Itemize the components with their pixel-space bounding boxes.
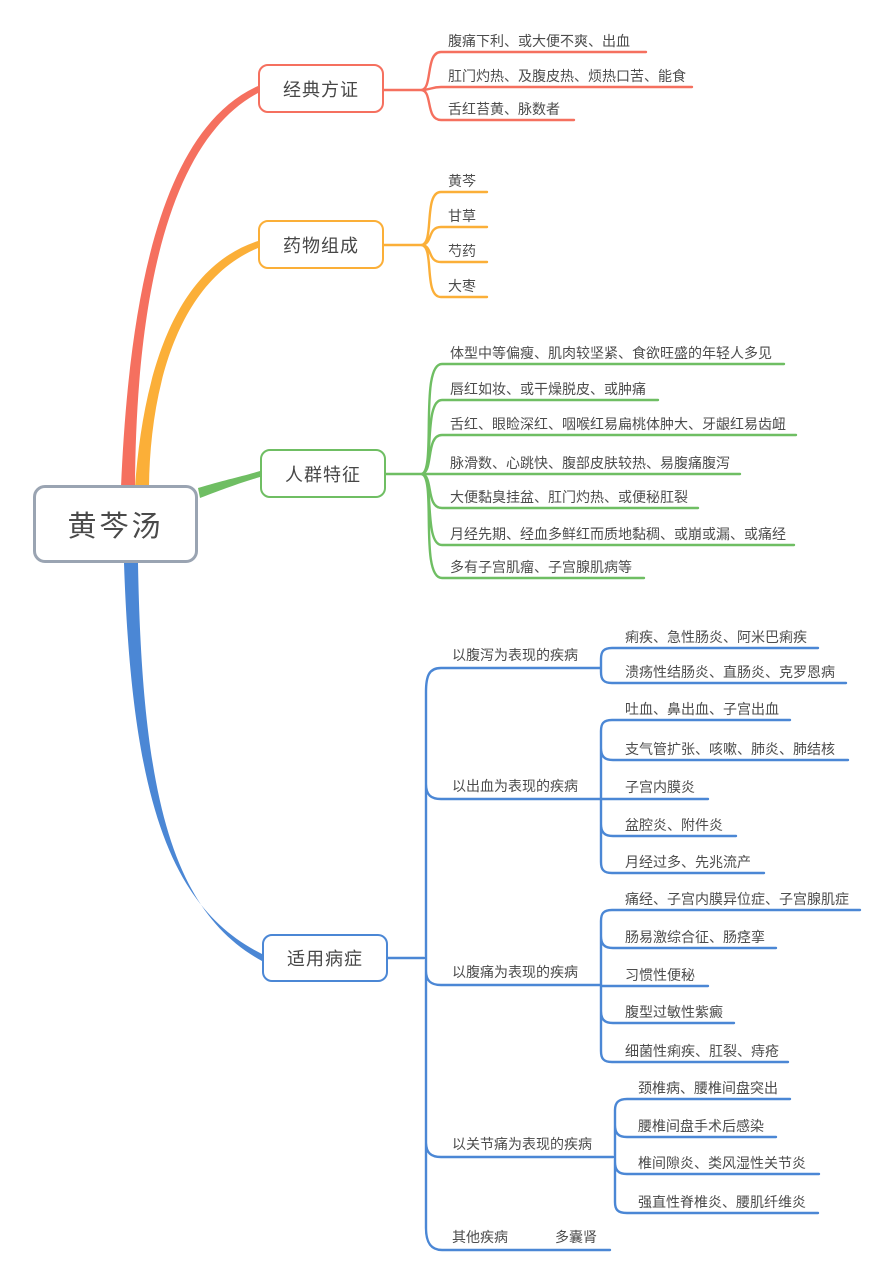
- leaf-label[interactable]: 吐血、鼻出血、子宫出血: [625, 701, 779, 717]
- leaf-label[interactable]: 月经先期、经血多鲜红而质地黏稠、或崩或漏、或痛经: [450, 526, 786, 542]
- branch-indications-connectors: [386, 646, 862, 1252]
- leaf-label[interactable]: 多有子宫肌瘤、子宫腺肌病等: [450, 559, 632, 575]
- branch-population-trunk: [198, 471, 260, 498]
- leaf-label[interactable]: 溃疡性结肠炎、直肠炎、克罗恩病: [625, 664, 835, 680]
- subtopic-label[interactable]: 其他疾病: [452, 1229, 508, 1245]
- leaf-label[interactable]: 肠易激综合征、肠痉挛: [625, 929, 765, 945]
- branch-classic-trunk: [121, 86, 258, 487]
- leaf-label[interactable]: 舌红苔黄、脉数者: [448, 101, 560, 117]
- subtopic-label[interactable]: 以腹痛为表现的疾病: [452, 964, 578, 980]
- leaf-label[interactable]: 甘草: [448, 208, 476, 224]
- leaf-label[interactable]: 椎间隙炎、类风湿性关节炎: [638, 1155, 806, 1171]
- leaf-label[interactable]: 腹痛下利、或大便不爽、出血: [448, 33, 630, 49]
- leaf-label[interactable]: 痢疾、急性肠炎、阿米巴痢疾: [625, 629, 807, 645]
- leaf-label[interactable]: 黄芩: [448, 173, 476, 189]
- leaf-label[interactable]: 肛门灼热、及腹皮热、烦热口苦、能食: [448, 68, 686, 84]
- root-topic[interactable]: 黄芩汤: [33, 485, 198, 563]
- leaf-label[interactable]: 强直性脊椎炎、腰肌纤维炎: [638, 1194, 806, 1210]
- branch-population-connectors: [384, 362, 798, 580]
- leaf-label[interactable]: 体型中等偏瘦、肌肉较坚紧、食欲旺盛的年轻人多见: [450, 345, 772, 361]
- branch-composition-connectors: [382, 190, 489, 299]
- leaf-label[interactable]: 细菌性痢疾、肛裂、痔疮: [625, 1043, 779, 1059]
- leaf-label[interactable]: 月经过多、先兆流产: [625, 854, 751, 870]
- leaf-label[interactable]: 颈椎病、腰椎间盘突出: [638, 1080, 778, 1096]
- leaf-label[interactable]: 盆腔炎、附件炎: [625, 817, 723, 833]
- subtopic-label[interactable]: 以腹泻为表现的疾病: [452, 647, 578, 663]
- leaf-label[interactable]: 大枣: [448, 278, 476, 294]
- leaf-label[interactable]: 腰椎间盘手术后感染: [638, 1118, 764, 1134]
- leaf-label[interactable]: 舌红、眼睑深红、咽喉红易扁桃体肿大、牙龈红易齿衄: [450, 416, 786, 432]
- subtopic-label[interactable]: 以出血为表现的疾病: [452, 778, 578, 794]
- leaf-label[interactable]: 多囊肾: [555, 1229, 597, 1245]
- branch-indications-trunk: [124, 563, 262, 961]
- subtopic-label[interactable]: 以关节痛为表现的疾病: [452, 1136, 592, 1152]
- leaf-label[interactable]: 子宫内膜炎: [625, 779, 695, 795]
- branch-composition-trunk: [135, 241, 258, 487]
- leaf-label[interactable]: 习惯性便秘: [625, 967, 695, 983]
- topic-drug-composition[interactable]: 药物组成: [258, 220, 384, 269]
- leaf-label[interactable]: 大便黏臭挂盆、肛门灼热、或便秘肛裂: [450, 489, 688, 505]
- leaf-label[interactable]: 支气管扩张、咳嗽、肺炎、肺结核: [625, 741, 835, 757]
- leaf-label[interactable]: 芍药: [448, 243, 476, 259]
- leaf-label[interactable]: 腹型过敏性紫癜: [625, 1004, 723, 1020]
- topic-classic-syndrome[interactable]: 经典方证: [258, 64, 384, 113]
- topic-applicable-diseases[interactable]: 适用病症: [262, 934, 388, 982]
- leaf-label[interactable]: 痛经、子宫内膜异位症、子宫腺肌症: [625, 891, 849, 907]
- branch-classic-connectors: [382, 50, 694, 122]
- leaf-label[interactable]: 脉滑数、心跳快、腹部皮肤较热、易腹痛腹泻: [450, 455, 730, 471]
- leaf-label[interactable]: 唇红如妆、或干燥脱皮、或肿痛: [450, 381, 646, 397]
- topic-population-features[interactable]: 人群特征: [260, 449, 386, 498]
